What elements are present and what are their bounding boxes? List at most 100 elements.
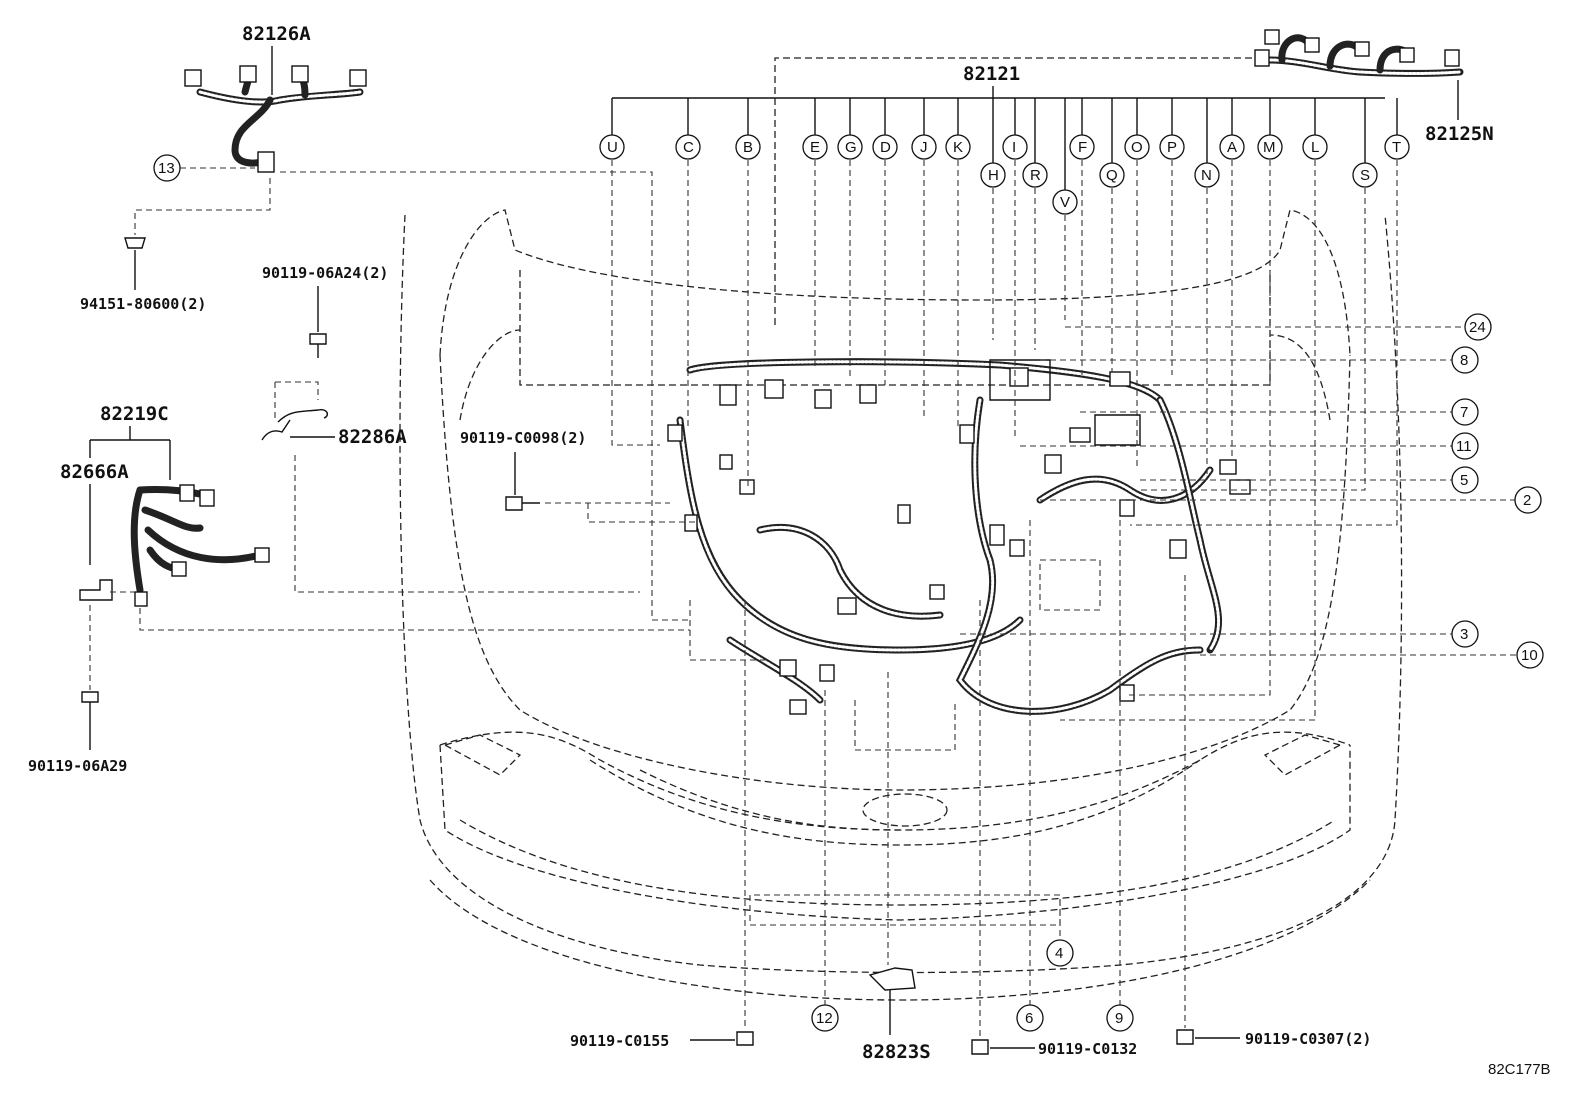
callout-8 — [1451, 346, 1479, 374]
callout-J-label: J — [920, 139, 928, 156]
callout-5-label: 5 — [1460, 472, 1468, 489]
callout-9-label: 9 — [1115, 1010, 1123, 1027]
callout-3 — [1451, 620, 1479, 648]
callout-N-label: N — [1201, 167, 1212, 184]
callout-B — [735, 134, 761, 160]
callout-P — [1159, 134, 1185, 160]
callout-C — [675, 134, 701, 160]
part-label-82126A: 82126A — [242, 23, 311, 45]
callout-12-label: 12 — [816, 1010, 833, 1027]
part-label-82666A: 82666A — [60, 461, 129, 483]
bolt-90119-C0155: 90119-C0155 — [570, 600, 754, 1050]
callout-U — [599, 134, 625, 160]
callout-O-label: O — [1131, 139, 1143, 156]
callout-A-label: A — [1227, 139, 1237, 156]
callout-8-label: 8 — [1460, 352, 1468, 369]
callout-10-label: 10 — [1521, 647, 1538, 664]
callout-L — [1302, 134, 1328, 160]
callout-Q-label: Q — [1106, 167, 1118, 184]
callout-7-label: 7 — [1460, 404, 1468, 421]
part-label-82823S: 82823S — [862, 1041, 931, 1063]
part-label-90119-06A24: 90119-06A24(2) — [262, 264, 388, 282]
callout-O — [1124, 134, 1150, 160]
callout-P-label: P — [1167, 139, 1177, 156]
part-label-82219C: 82219C — [100, 403, 169, 425]
callout-24-label: 24 — [1469, 319, 1486, 336]
callout-3-label: 3 — [1460, 626, 1468, 643]
callout-K — [945, 134, 971, 160]
part-label-90119-C0155: 90119-C0155 — [570, 1032, 669, 1050]
callout-H — [980, 162, 1006, 188]
callout-2-label: 2 — [1523, 492, 1531, 509]
callout-2 — [1514, 486, 1542, 514]
part-label-82286A: 82286A — [338, 426, 407, 448]
callout-B-label: B — [743, 139, 753, 156]
callout-12 — [811, 1004, 839, 1032]
callout-E-label: E — [810, 139, 820, 156]
clip-82823S: 82823S — [862, 672, 931, 1063]
engine-harness — [667, 358, 1251, 715]
bracket-82286A: 90119-06A24(2) 82286A — [261, 264, 640, 593]
callout-4 — [1046, 939, 1074, 967]
callout-K-label: K — [953, 139, 963, 156]
callout-V-label: V — [1060, 194, 1070, 211]
bolt-90119-C0132: 90119-C0132 — [971, 600, 1137, 1058]
callout-E — [802, 134, 828, 160]
callout-I-label: I — [1012, 139, 1016, 156]
number-callouts-right: 24 8 7 11 5 2 3 10 — [960, 313, 1544, 669]
part-label-82121: 82121 — [963, 63, 1020, 85]
callout-I — [1002, 134, 1028, 160]
callout-R-label: R — [1030, 167, 1041, 184]
main-harness-bracket: 82121 — [612, 63, 1385, 99]
callout-U-label: U — [607, 139, 618, 156]
callout-6-label: 6 — [1025, 1010, 1033, 1027]
callout-V — [1052, 189, 1078, 215]
callout-D-label: D — [880, 139, 891, 156]
callout-G — [837, 134, 863, 160]
bolt-90119-C0307: 90119-C0307(2) — [1176, 575, 1371, 1048]
callout-T — [1384, 134, 1410, 160]
callout-7 — [1451, 398, 1479, 426]
part-label-82125N: 82125N — [1425, 123, 1494, 145]
callout-9 — [1106, 1004, 1134, 1032]
callout-M-label: M — [1263, 139, 1276, 156]
part-label-90119-C0132: 90119-C0132 — [1038, 1040, 1137, 1058]
callout-F — [1069, 134, 1095, 160]
callout-13 — [153, 154, 181, 182]
callout-C-label: C — [683, 139, 694, 156]
callout-S — [1352, 162, 1378, 188]
callout-4-label: 4 — [1055, 945, 1063, 962]
callout-Q — [1099, 162, 1125, 188]
callout-N — [1194, 162, 1220, 188]
callout-24 — [1464, 313, 1492, 341]
number-callouts-bottom: 4 12 6 9 — [811, 520, 1134, 1032]
callout-11-label: 11 — [1456, 438, 1472, 455]
reference-code: 82C177B — [1488, 1061, 1551, 1078]
callout-T-label: T — [1392, 139, 1401, 156]
callout-S-label: S — [1360, 167, 1370, 184]
part-label-90119-C0307: 90119-C0307(2) — [1245, 1030, 1371, 1048]
callout-5 — [1451, 466, 1479, 494]
letter-callouts: U C B E G D J K — [599, 98, 1410, 721]
callout-A — [1219, 134, 1245, 160]
callout-M — [1257, 134, 1283, 160]
callout-R — [1022, 162, 1048, 188]
callout-F-label: F — [1078, 139, 1087, 156]
callout-H-label: H — [988, 167, 999, 184]
bolt-90119-C0098: 90119-C0098(2) — [460, 429, 700, 523]
callout-6 — [1016, 1004, 1044, 1032]
part-label-90119-C0098: 90119-C0098(2) — [460, 429, 586, 447]
harness-82126A: 82126A 13 94151-80600(2) — [80, 23, 690, 621]
part-label-94151-80600: 94151-80600(2) — [80, 295, 206, 313]
part-label-90119-06A29: 90119-06A29 — [28, 757, 127, 775]
callout-10 — [1516, 641, 1544, 669]
callout-11 — [1451, 432, 1479, 460]
callout-G-label: G — [845, 139, 857, 156]
harness-82219C: 82219C 82666A 90119-06A29 — [28, 403, 690, 775]
harness-82125N: 82125N — [774, 29, 1494, 325]
callout-13-label: 13 — [158, 160, 175, 177]
vehicle-outline — [399, 209, 1403, 1001]
callout-D — [872, 134, 898, 160]
callout-L-label: L — [1311, 139, 1319, 156]
